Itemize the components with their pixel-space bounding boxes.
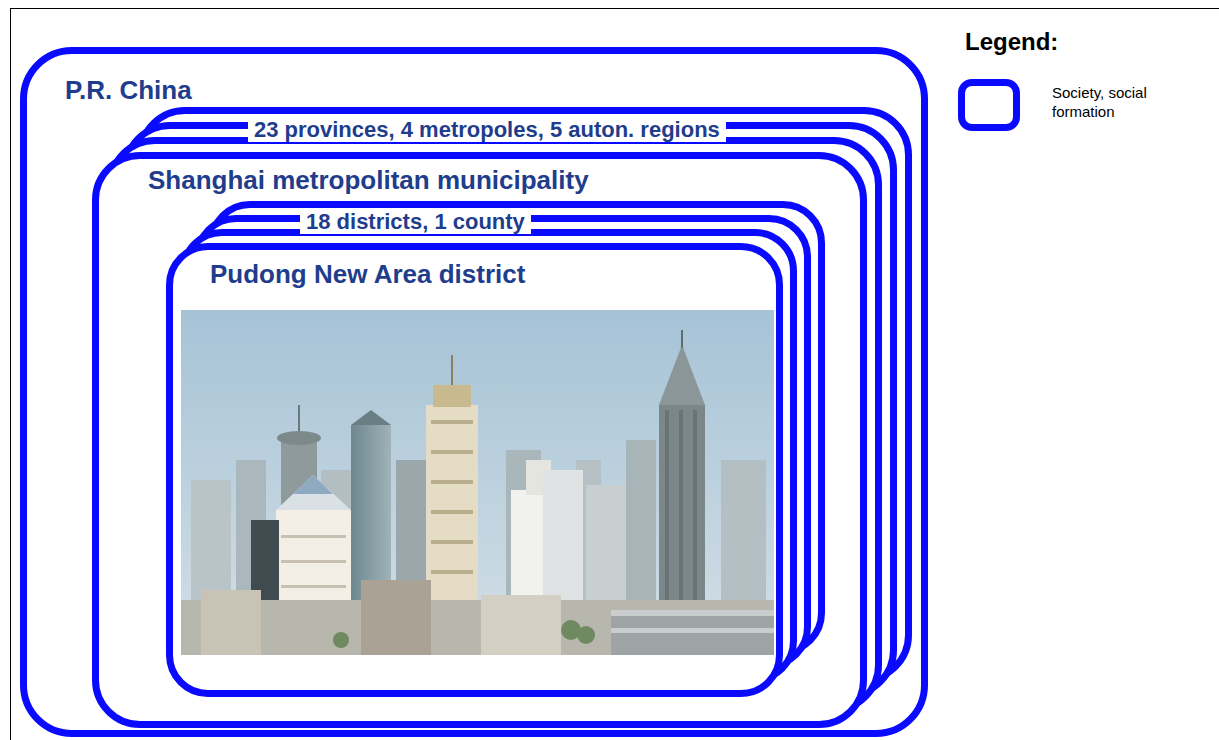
box-title: Shanghai metropolitan municipality [148, 166, 589, 196]
society-box: Pudong New Area district [166, 243, 783, 697]
society-box: P.R. China 23 provinces, 4 metropoles, 5 … [20, 47, 928, 737]
box-title: P.R. China [65, 76, 192, 106]
legend-title: Legend: [965, 28, 1058, 56]
group-label: 23 provinces, 4 metropoles, 5 auton. reg… [248, 117, 726, 142]
group-label: 18 districts, 1 county [300, 209, 531, 234]
society-box: Shanghai metropolitan municipality 18 dis… [92, 152, 867, 728]
skyline-photo [181, 310, 774, 655]
legend-text: Society, social formation [1052, 84, 1187, 122]
legend-swatch [958, 79, 1020, 131]
box-title: Pudong New Area district [210, 260, 525, 290]
